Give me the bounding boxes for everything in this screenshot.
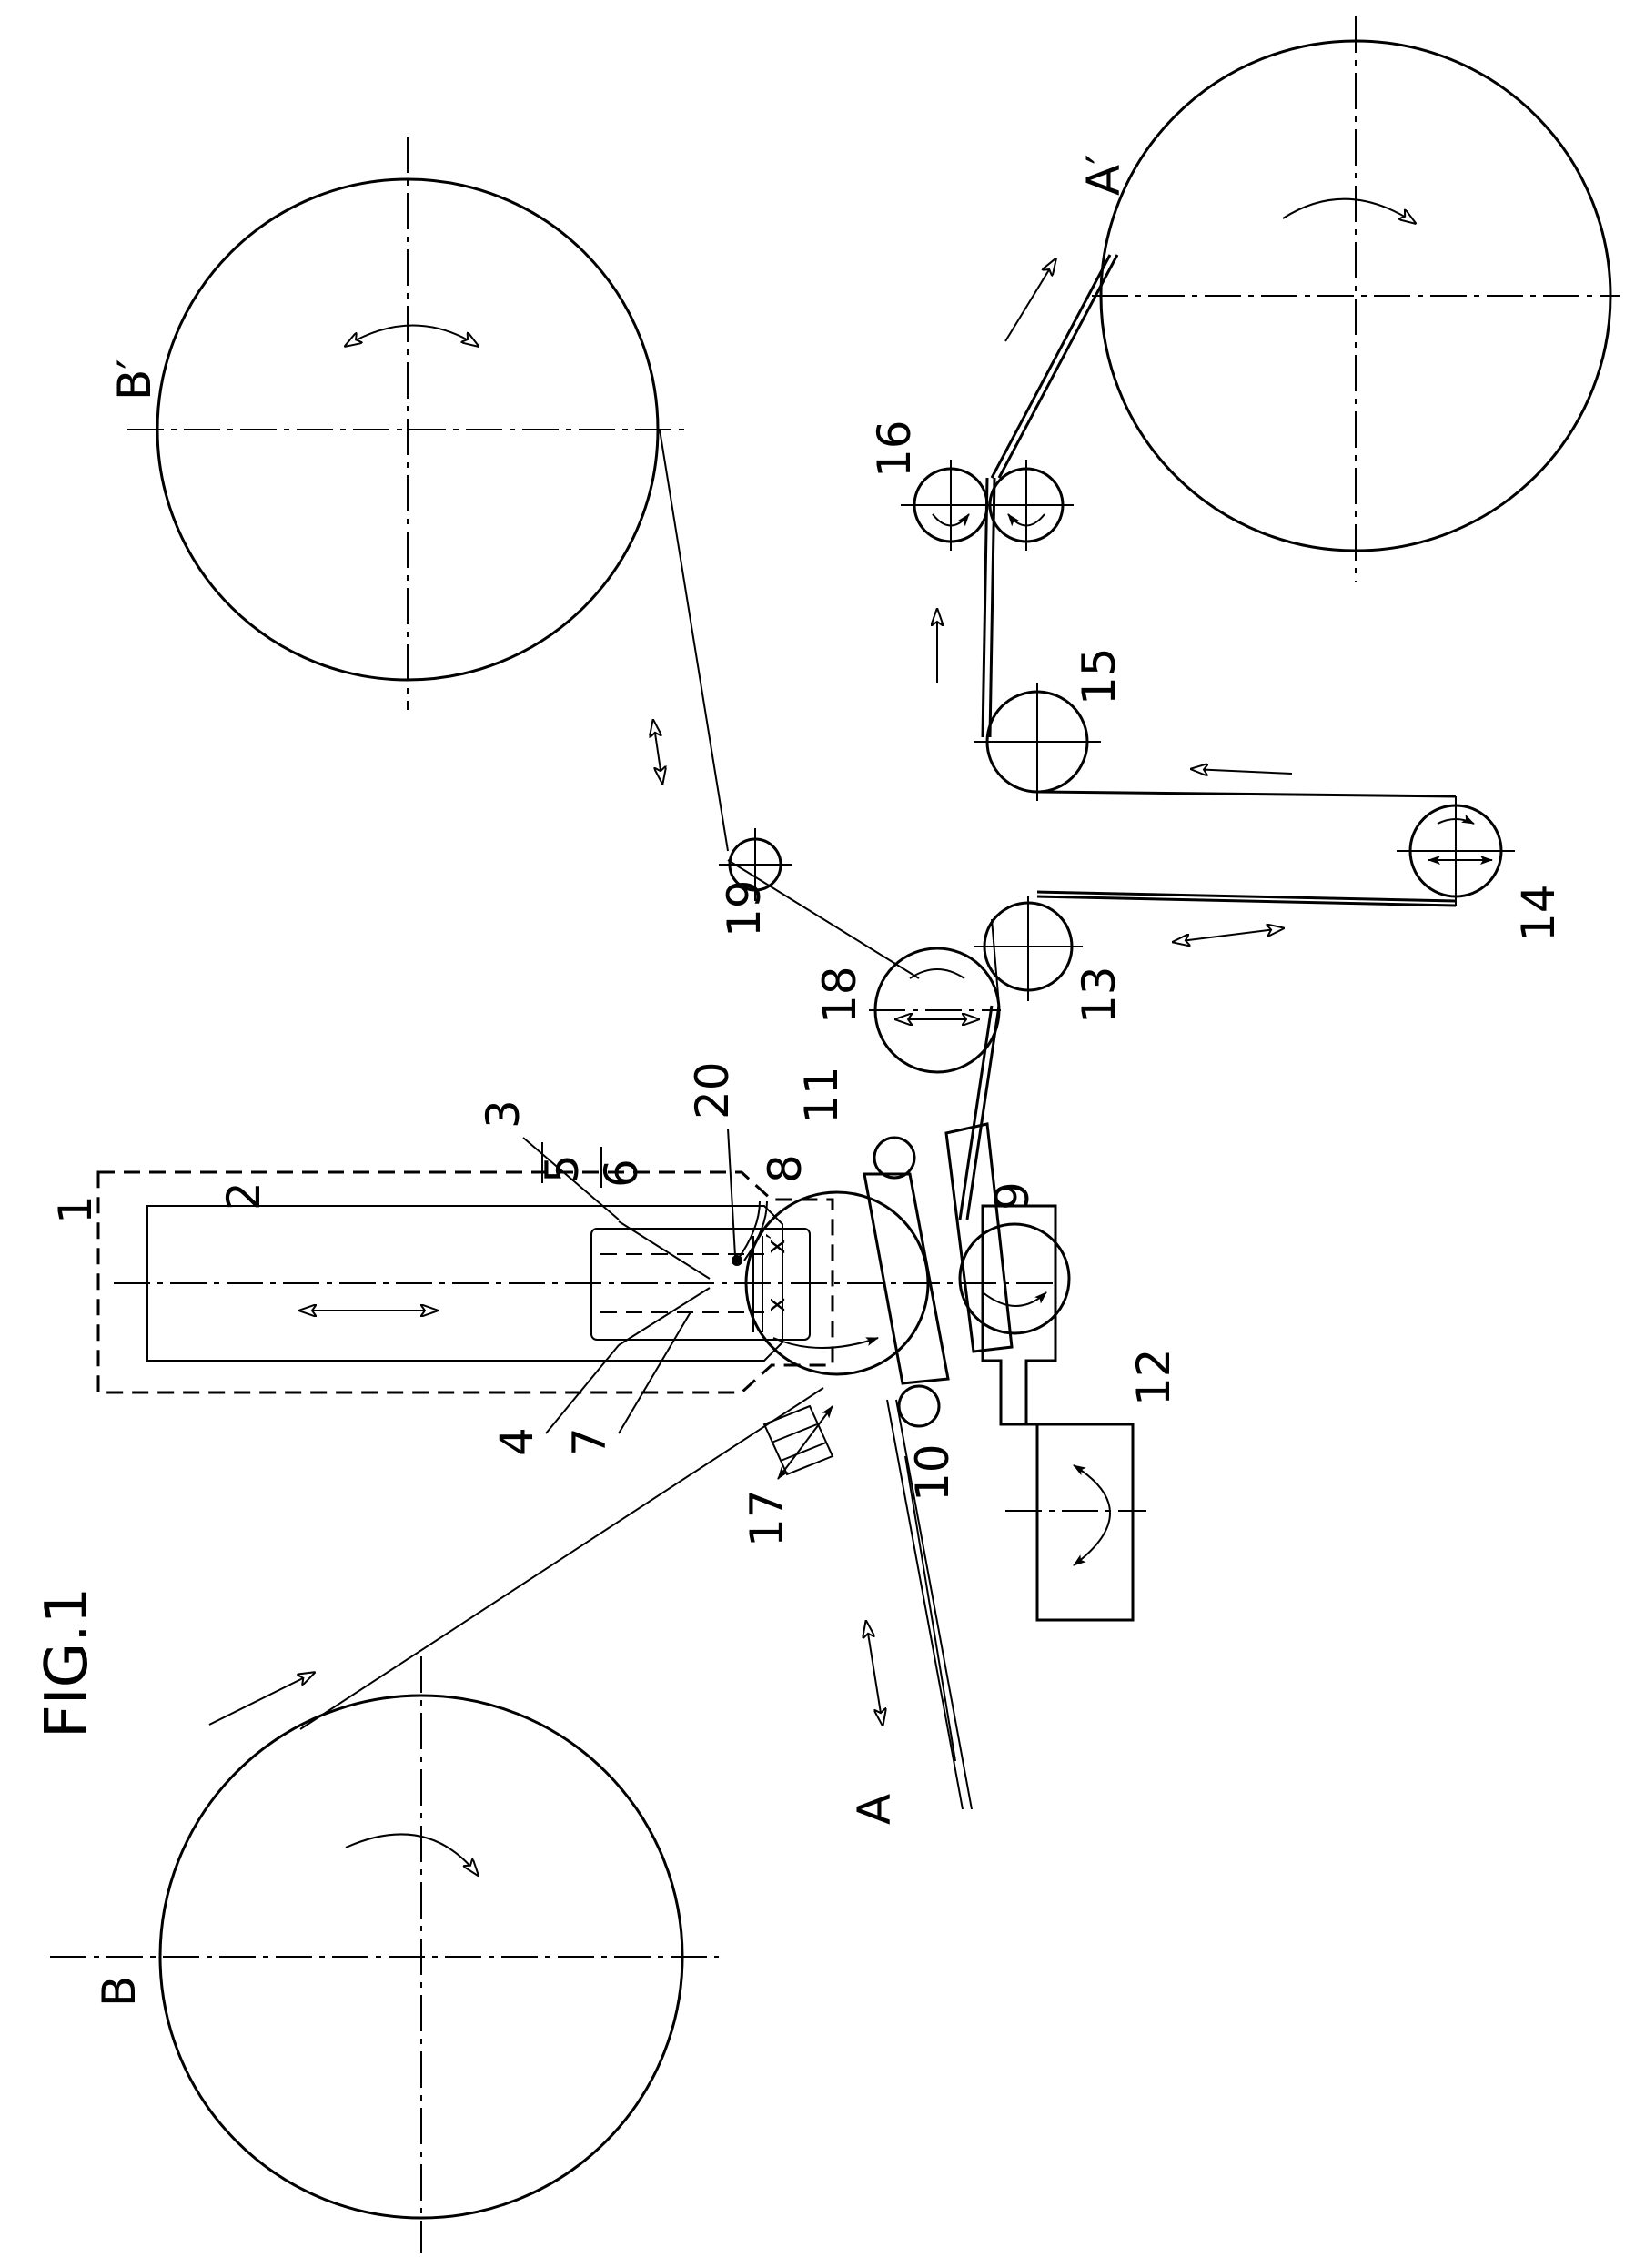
roller-11	[874, 1138, 914, 1178]
ref-14: 14	[1512, 884, 1565, 942]
sheet-a-motion-arrow	[866, 1622, 883, 1725]
ref-11: 11	[795, 1066, 848, 1124]
ref-5: 5	[536, 1154, 589, 1183]
carriage-2	[114, 1206, 1055, 1361]
roller-10	[899, 1386, 939, 1426]
mark-x: x	[761, 1297, 791, 1312]
mark-x-prime: x′	[761, 1233, 791, 1254]
ref-13: 13	[1073, 966, 1125, 1024]
ref-10: 10	[906, 1443, 959, 1502]
ref-1: 1	[49, 1195, 102, 1224]
ref-4: 4	[490, 1427, 543, 1456]
loop-motion-arrow	[1174, 928, 1283, 942]
ref-3: 3	[477, 1099, 530, 1129]
web-motion-arrow	[653, 721, 662, 783]
ref-12: 12	[1127, 1348, 1180, 1406]
rotation-arrow	[346, 326, 478, 347]
film-web-return	[660, 430, 728, 851]
reel-a-prime	[1092, 16, 1620, 582]
ref-2: 2	[217, 1181, 270, 1210]
ref-20: 20	[686, 1061, 739, 1119]
web-up-arrow	[1192, 769, 1292, 774]
leader-20	[728, 1129, 735, 1256]
cutter-17	[764, 1406, 833, 1479]
reel-b-prime	[127, 137, 691, 710]
ref-15: 15	[1073, 647, 1125, 705]
film-web-in	[300, 1388, 823, 1729]
ref-16: 16	[868, 420, 921, 478]
rotation-arrow	[1283, 199, 1415, 223]
reel-b-prime-label: B′	[108, 359, 161, 400]
leader-7	[619, 1311, 691, 1433]
rotation-arrow	[346, 1834, 478, 1875]
reel-b	[50, 1656, 719, 2253]
ref-18: 18	[813, 966, 866, 1024]
roller-14	[1397, 796, 1515, 906]
reel-a-prime-label: A′	[1077, 154, 1130, 196]
sheet-a-label: A	[848, 1794, 901, 1825]
roller-9	[960, 1224, 1069, 1333]
feed-direction-arrow	[209, 1673, 314, 1725]
ref-8: 8	[759, 1154, 812, 1183]
roller-13	[974, 896, 1083, 1001]
ref-7: 7	[563, 1427, 616, 1456]
figure-title: FIG.1	[34, 1587, 101, 1738]
reel-b-label: B	[93, 1976, 146, 2007]
cutting-head: x′ x	[591, 1201, 810, 1345]
ref-19: 19	[718, 879, 771, 937]
ref-9: 9	[986, 1181, 1039, 1210]
roller-18	[869, 948, 1001, 1072]
bracket-12	[983, 1206, 1146, 1620]
ref-6: 6	[595, 1159, 648, 1188]
leader-4	[546, 1345, 619, 1433]
ref-17: 17	[741, 1489, 793, 1547]
web-out-arrow	[1005, 259, 1055, 341]
